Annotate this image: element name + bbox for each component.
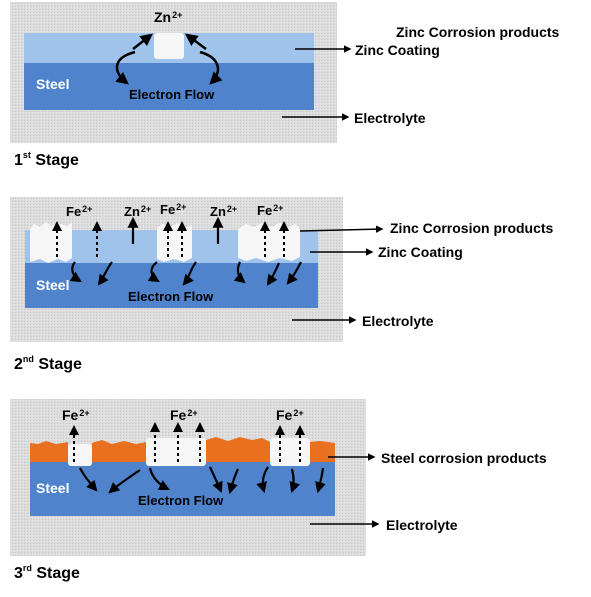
stage3-electron-arrow-2	[108, 469, 141, 494]
stage1-panel	[10, 2, 352, 143]
stage2-label-electrolyte: Electrolyte	[362, 313, 434, 329]
stage2-electron-arrow-7	[286, 261, 302, 285]
stage3-label-electron-flow: Electron Flow	[138, 493, 224, 508]
stage2-ion-5: Fe2+	[257, 203, 284, 218]
stage3-steel-corrosion-3	[206, 437, 270, 462]
stage1-ion-arrow-right	[184, 33, 207, 51]
stage1-electron-arrow-right	[199, 50, 223, 85]
stage3-pit-2	[146, 438, 206, 466]
stage3-electron-arrow-3	[148, 467, 170, 490]
stage3-pit-1	[68, 444, 92, 466]
stage1-label-electron-flow: Electron Flow	[129, 87, 215, 102]
stage3-steel-corrosion-4	[310, 441, 335, 462]
stage1-label-electrolyte: Electrolyte	[354, 110, 426, 126]
stage1-electron-arrow-left	[115, 50, 136, 85]
stage3-label-steel-corrosion-products: Steel corrosion products	[381, 450, 547, 466]
stage2-caption: 2nd Stage	[14, 354, 82, 373]
stage2-ion-4: Zn2+	[210, 204, 238, 219]
stage3-electron-arrow-6	[256, 466, 269, 494]
stage3-electron-arrow-7	[289, 468, 300, 494]
stage3-label-steel: Steel	[36, 480, 70, 496]
stage2-electron-arrow-3	[147, 261, 160, 283]
stage3-caption: 3rd Stage	[14, 563, 80, 582]
stage3-electron-arrow-4	[208, 466, 223, 494]
stage2-electron-arrow-2	[97, 261, 113, 286]
stage3-electron-arrow-5	[227, 468, 239, 495]
stage2-electron-arrow-6	[266, 262, 281, 286]
stage2-corrosion-product-3	[238, 223, 300, 262]
stage2-electron-arrow-1	[69, 261, 82, 283]
stage2-electron-arrow-5	[233, 261, 246, 284]
stage2-panel	[10, 197, 384, 342]
stage2-ion-1: Fe2+	[66, 204, 93, 219]
stage3-label-electrolyte: Electrolyte	[386, 517, 458, 533]
stage1-label-steel: Steel	[36, 76, 70, 92]
stage3-ion-2: Fe2+	[170, 407, 198, 423]
stage1-label-zinc-corrosion-products: Zinc Corrosion products	[396, 24, 560, 40]
stage3-steel-corrosion-1	[30, 441, 68, 462]
stage3-ion-1: Fe2+	[62, 407, 90, 423]
stage1-label-zinc-coating: Zinc Coating	[355, 42, 440, 58]
stage2-electron-arrow-4	[182, 261, 197, 286]
stage2-label-steel: Steel	[36, 277, 70, 293]
stage2-label-electron-flow: Electron Flow	[128, 289, 214, 304]
stage1-ion-zn: Zn2+	[154, 9, 183, 25]
stage1-steel	[24, 63, 314, 110]
stage3-panel	[10, 399, 380, 556]
stage2-corrosion-product-2	[157, 223, 192, 262]
stage2-ion-2: Zn2+	[124, 204, 152, 219]
stage3-electron-arrow-8	[315, 467, 326, 494]
stage2-pointer-zinc-corrosion	[299, 225, 384, 233]
stage2-corrosion-product-1	[30, 222, 72, 263]
stage3-pit-3	[270, 438, 310, 466]
stage2-ion-3: Fe2+	[160, 202, 187, 217]
stage1-caption: 1st Stage	[14, 150, 79, 169]
stage3-ion-3: Fe2+	[276, 407, 304, 423]
stage2-label-zinc-coating: Zinc Coating	[378, 244, 463, 260]
stage3-steel-corrosion-2	[92, 440, 146, 462]
stage1-pit	[154, 33, 184, 59]
stage2-label-zinc-corrosion-products: Zinc Corrosion products	[390, 220, 554, 236]
stage3-electron-arrow-1	[79, 467, 98, 492]
stage1-ion-arrow-left	[132, 33, 153, 50]
